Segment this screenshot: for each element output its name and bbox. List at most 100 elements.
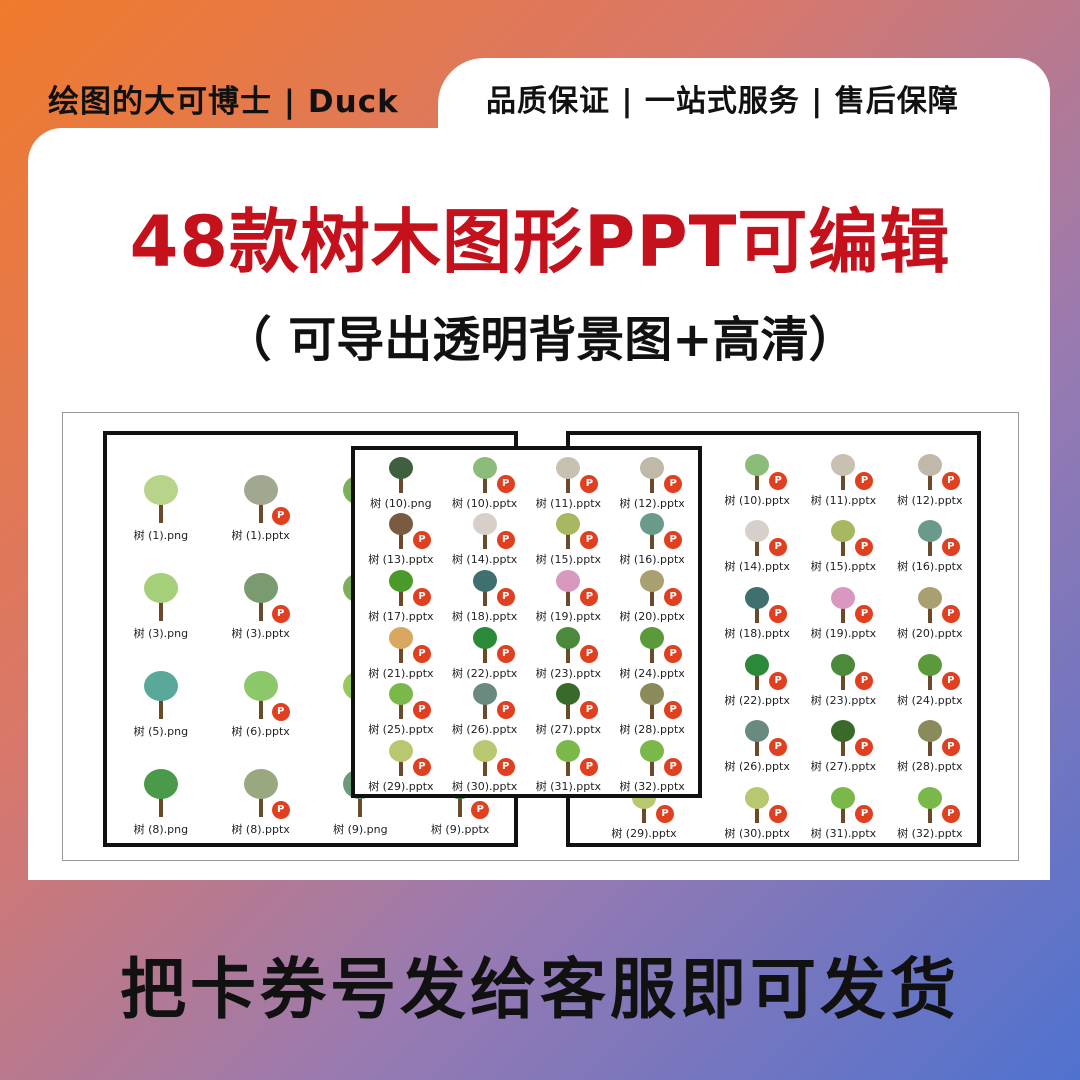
tree-thumbnail: P: [912, 720, 960, 757]
powerpoint-icon: P: [471, 801, 490, 819]
tree-thumbnail: P: [825, 453, 874, 490]
tree-trunk: [642, 804, 646, 823]
file-item[interactable]: 树 (5).png: [111, 639, 211, 738]
tree-trunk: [755, 471, 760, 490]
tree-trunk: [755, 604, 760, 623]
powerpoint-icon: P: [855, 804, 874, 823]
file-item[interactable]: P 树 (11).pptx: [800, 439, 886, 507]
file-name: 树 (24).pptx: [619, 666, 685, 680]
file-name: 树 (9).pptx: [430, 823, 490, 836]
file-item[interactable]: P 树 (24).pptx: [610, 622, 694, 680]
tree-trunk: [398, 701, 403, 720]
tree-trunk: [566, 701, 571, 720]
tree-thumbnail: P: [825, 653, 874, 690]
file-name: 树 (1).pptx: [231, 529, 290, 542]
file-name: 树 (6).pptx: [231, 725, 290, 738]
footer-note: 把卡券号发给客服即可发货: [120, 951, 960, 1028]
tree-trunk: [927, 538, 932, 557]
powerpoint-icon: P: [271, 507, 290, 525]
tree-thumbnail: P: [634, 456, 683, 493]
powerpoint-icon: P: [580, 644, 599, 663]
tree-trunk: [158, 793, 163, 817]
file-item[interactable]: P 树 (1).pptx: [211, 443, 311, 542]
powerpoint-icon: P: [496, 758, 515, 776]
tree-crown: [831, 453, 856, 476]
tree-crown: [917, 786, 942, 809]
tree-trunk: [566, 474, 571, 493]
file-item[interactable]: P 树 (27).pptx: [527, 679, 611, 736]
tree-trunk: [482, 531, 487, 550]
tree-trunk: [841, 538, 846, 557]
powerpoint-icon: P: [941, 471, 960, 490]
file-item[interactable]: 树 (10).png: [359, 452, 443, 510]
tree-trunk: [755, 538, 760, 557]
file-name: 树 (32).pptx: [897, 826, 963, 840]
tree-trunk: [927, 471, 932, 490]
tree-trunk: [398, 758, 403, 776]
tree-thumbnail: P: [739, 786, 788, 823]
file-name: 树 (10).pptx: [724, 493, 790, 507]
tree-crown: [472, 456, 497, 479]
powerpoint-icon: P: [769, 738, 788, 757]
tree-trunk: [841, 804, 846, 823]
file-item[interactable]: 树 (3).png: [111, 541, 211, 640]
powerpoint-icon: P: [656, 804, 674, 823]
powerpoint-icon: P: [580, 474, 599, 493]
tree-crown: [143, 671, 178, 701]
tree-trunk: [258, 793, 263, 817]
tree-thumbnail: P: [550, 683, 599, 720]
file-name: 树 (27).pptx: [535, 723, 602, 737]
tree-trunk: [755, 738, 760, 757]
tree-crown: [831, 653, 856, 676]
tree-trunk: [566, 588, 571, 606]
tree-trunk: [650, 644, 655, 663]
file-item[interactable]: 树 (8).png: [111, 737, 211, 836]
file-name: 树 (11).pptx: [810, 493, 877, 507]
tree-thumbnail: P: [634, 626, 683, 663]
tree-crown: [831, 786, 856, 809]
file-item[interactable]: 树 (1).png: [111, 443, 211, 542]
powerpoint-icon: P: [412, 588, 431, 606]
